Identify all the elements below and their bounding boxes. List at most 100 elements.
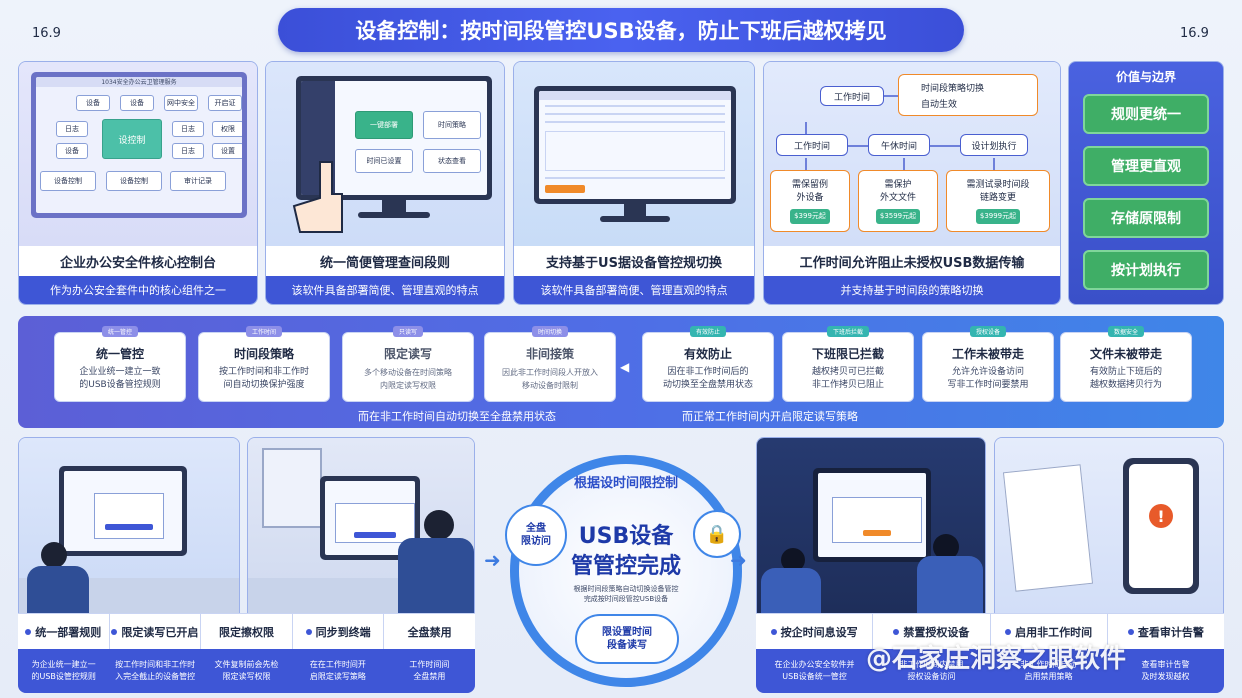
bullet-icon	[770, 628, 777, 635]
flow-card-1: 需保留例 外设备 $399元起	[770, 170, 850, 232]
ring-badge-bottom: 限设置时间 段备读写	[575, 614, 679, 664]
strip-caption-left: 而在非工作时间自动切换至全盘禁用状态	[358, 410, 556, 423]
time-policy-button[interactable]: 时间策略	[423, 111, 481, 139]
bottom-sub: 按工作时间和非工作时 入完全截止的设备管控	[115, 660, 196, 681]
feature-card-tab: 统一管控	[101, 326, 139, 337]
panel-caption: 支持基于US据设备管控规切换	[514, 246, 754, 276]
bottom-label-text: 同步到终端	[315, 625, 371, 639]
feature-card-desc: 多个移动设备在时间策略 内限定读写权限	[364, 368, 452, 390]
console-btn-9[interactable]: 设备	[56, 143, 88, 159]
usb-lock-icon: 🔒	[693, 510, 741, 558]
flow-card-3-tag: $3999元起	[975, 208, 1021, 224]
device-control-button[interactable]: 设控制	[102, 119, 162, 159]
ring-top-text: 根据设时间限控制	[573, 476, 678, 491]
flow-card-2-tag: $3599元起	[875, 208, 921, 224]
bottom-sub: 文件复制前会先检 限定读写权限	[214, 660, 279, 681]
ring-main-title: USB设备 管管控完成	[519, 522, 733, 582]
console-btn-3[interactable]: 网中安全	[164, 95, 198, 111]
value-item-unified: 规则更统一	[1083, 94, 1209, 134]
feature-card-tab: 有效防止	[689, 326, 727, 337]
console-btn-1[interactable]: 设备	[76, 95, 110, 111]
value-item-storage: 存储原限制	[1083, 198, 1209, 238]
feature-card-desc: 按工作时间和非工作时 间自动切换保护强度	[218, 367, 309, 390]
aspect-label-right: 16.9	[1180, 26, 1209, 41]
bottom-label-text: 禁置授权设备	[903, 625, 970, 639]
console-btn-11[interactable]: 日志	[172, 143, 204, 159]
feature-card-title: 工作未被带走	[951, 347, 1024, 361]
console-bottom-btn-1[interactable]: 设备控制	[40, 171, 96, 191]
console-bottom-btn-2[interactable]: 设备控制	[106, 171, 162, 191]
bottom-right-labels: 按企时间息设写 禁置授权设备 启用非工作时间 查看审计告警 在企业办公安全软件并…	[756, 613, 1224, 693]
console-btn-4[interactable]: 开启证	[208, 95, 242, 111]
value-panel: 价值与边界 规则更统一 管理更直观 存储原限制 按计划执行	[1068, 61, 1224, 305]
feature-card-tab: 授权设备	[969, 326, 1007, 337]
flow-card-1-tag: $399元起	[790, 208, 830, 224]
feature-card-title: 文件未被带走	[1089, 347, 1162, 361]
feature-strip: 统一管控 统一管控 企业业统一建立一致 的USB设备管控规则 工作时间 时间段策…	[18, 316, 1224, 428]
panel-simple-management: 一键部署 时间策略 时间已设置 状态查看 统一简便管理查间段则 该软件具备部署简…	[265, 61, 505, 305]
bullet-icon	[25, 628, 32, 635]
status-view-button[interactable]: 状态查看	[423, 149, 481, 173]
bullet-icon	[1127, 628, 1134, 635]
feature-card: 只读写 限定读写 多个移动设备在时间策略 内限定读写权限	[342, 326, 474, 402]
value-item-intuitive: 管理更直观	[1083, 146, 1209, 186]
feature-card-desc: 允许允许设备访问 写非工作时间要禁用	[947, 367, 1029, 390]
panel-flow: 工作时间 时间段策略切换 自动生效 工作时间 午休时间 设计划执行 需保留例 外…	[763, 61, 1061, 305]
flow-work-time-2: 工作时间	[776, 134, 848, 156]
page-title: 设备控制：按时间段管控USB设备，防止下班后越权拷见	[278, 8, 964, 52]
bottom-label: 查看审计告警	[1108, 614, 1224, 649]
bottom-sub: 工作时间间 全盘禁用	[409, 660, 450, 681]
feature-card: 时间切换 非间接策 因此非工作时间段人开放入 移动设备时限制	[484, 326, 616, 402]
console-btn-7[interactable]: 日志	[172, 121, 204, 137]
feature-card-tab: 工作时间	[245, 326, 283, 337]
feature-card-tab: 下班后拦截	[826, 326, 870, 337]
aspect-label-left: 16.9	[32, 26, 61, 41]
console-bottom-btn-3[interactable]: 审计记录	[170, 171, 226, 191]
feature-card-desc: 因在非工作时间后的 动切换至全盘禁用状态	[662, 367, 753, 390]
console-title: 1034安全办公云卫管理服务	[36, 77, 242, 87]
time-set-button[interactable]: 时间已设置	[355, 149, 413, 173]
bottom-label: 禁置授权设备	[873, 614, 991, 649]
bottom-left-labels: 统一部署规则 限定读写已开启 限定擦权限 同步到终端 全盘禁用 为企业统一建立一…	[18, 613, 475, 693]
bottom-label: 全盘禁用	[384, 614, 475, 649]
console-btn-5[interactable]: 日志	[56, 121, 88, 137]
ring-badge-left: 全盘 限访问	[505, 504, 567, 566]
feature-card: 有效防止 有效防止 因在非工作时间后的 动切换至全盘禁用状态	[642, 326, 774, 402]
flow-plan-exec: 设计划执行	[960, 134, 1028, 156]
flow-arrow-icon: ➜	[730, 548, 747, 572]
console-btn-12[interactable]: 设置	[212, 143, 242, 159]
bottom-label-text: 统一部署规则	[35, 625, 102, 639]
feature-card-title: 下班限已拦截	[811, 347, 884, 361]
bottom-label: 同步到终端	[293, 614, 385, 649]
feature-card: 统一管控 统一管控 企业业统一建立一致 的USB设备管控规则	[54, 326, 186, 402]
ring-desc: 根据时间段策略自动切换设备管控 完成按时间段管控USB设备	[573, 585, 679, 603]
panel-caption: 企业办公安全件核心控制台	[19, 246, 257, 276]
value-panel-title: 价值与边界	[1115, 70, 1176, 84]
flow-policy-switch-label: 时间段策略切换	[921, 83, 985, 94]
arrow-right-icon: ◀	[620, 360, 630, 374]
bottom-label: 按企时间息设写	[756, 614, 874, 649]
feature-card-tab: 数据安全	[1107, 326, 1145, 337]
feature-card-title: 限定读写	[383, 347, 432, 361]
flow-arrow-icon: ➜	[484, 548, 501, 572]
feature-card-desc: 因此非工作时间段人开放入 移动设备时限制	[502, 368, 598, 390]
feature-card-tab: 只读写	[392, 326, 424, 337]
feature-card-desc: 越权拷贝可已拦截 非工作拷贝已阻止	[811, 367, 884, 390]
bottom-label-text: 限定擦权限	[218, 625, 274, 639]
feature-card: 授权设备 工作未被带走 允许允许设备访问 写非工作时间要禁用	[922, 326, 1054, 402]
bottom-label: 启用非工作时间	[991, 614, 1108, 649]
console-btn-8[interactable]: 权限	[212, 121, 242, 137]
feature-card-title: 有效防止	[683, 347, 732, 361]
panel-usb-switch: 支持基于US据设备管控规切换 该软件具备部署简便、管理直观的特点	[513, 61, 755, 305]
one-click-deploy-button[interactable]: 一键部署	[355, 111, 413, 139]
feature-card-desc: 企业业统一建立一致 的USB设备管控规则	[79, 367, 161, 390]
bottom-sub: 查看审计告警 及时发现越权	[1141, 660, 1190, 681]
feature-card-tab: 时间切换	[531, 326, 569, 337]
feature-card-title: 时间段策略	[233, 347, 294, 361]
watermark: @石家庄洞察之眼软件	[866, 644, 1127, 674]
console-btn-2[interactable]: 设备	[120, 95, 154, 111]
panel-subcaption: 该软件具备部署简便、管理直观的特点	[514, 276, 754, 304]
value-item-plan: 按计划执行	[1083, 250, 1209, 290]
feature-card-title: 统一管控	[95, 347, 144, 361]
bottom-label-text: 启用非工作时间	[1015, 625, 1093, 639]
